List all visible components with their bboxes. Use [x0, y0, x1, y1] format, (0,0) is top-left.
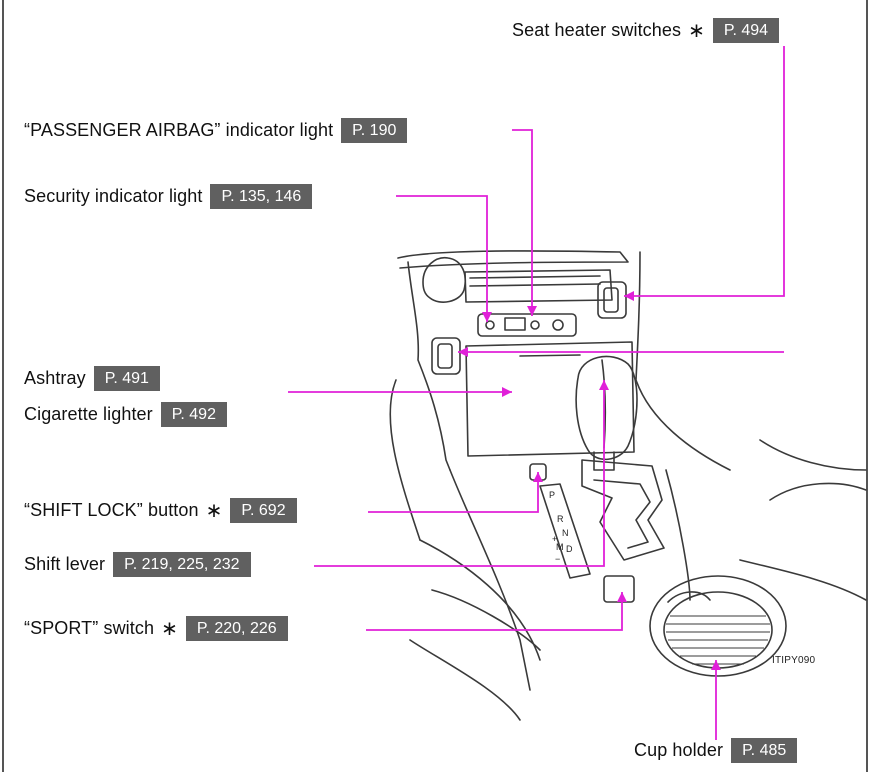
callout-shift-lock: “SHIFT LOCK” button ∗ P. 692: [24, 498, 297, 523]
leader-lines: [288, 46, 785, 740]
callout-label: Cigarette lighter: [24, 404, 153, 424]
callout-cup-holder: Cup holder P. 485: [634, 738, 798, 763]
page-reference-box[interactable]: P. 491: [93, 366, 160, 391]
ashtray-lid: [465, 341, 635, 457]
gate-letter: M: [556, 542, 564, 552]
leader-shift-lock: [368, 472, 539, 513]
gate-letter: R: [557, 514, 564, 524]
console-side: [449, 469, 531, 691]
optional-equipment-mark: ∗: [688, 20, 705, 42]
leader-sport-switch: [366, 592, 623, 631]
page-reference-box[interactable]: P. 135, 146: [210, 184, 313, 209]
climate-knob: [422, 257, 466, 303]
cup-holder-ring: [649, 575, 787, 677]
gate-letter: −: [555, 554, 560, 564]
optional-equipment-mark: ∗: [161, 618, 178, 640]
page-reference-box[interactable]: P. 494: [712, 18, 780, 43]
callout-label: “SPORT” switch: [24, 618, 155, 638]
leader-passenger-airbag: [512, 129, 533, 316]
indicator-strip: [477, 313, 577, 337]
leader-security: [396, 195, 488, 322]
callout-ashtray: Ashtray P. 491: [24, 366, 160, 391]
page-reference-box[interactable]: P. 220, 226: [185, 616, 288, 641]
callout-cigarette-lighter: Cigarette lighter P. 492: [24, 402, 227, 427]
page-reference-box[interactable]: P. 219, 225, 232: [113, 552, 251, 577]
callout-label: “PASSENGER AIRBAG” indicator light: [24, 120, 334, 140]
page-reference-box[interactable]: P. 692: [230, 498, 297, 523]
callout-seat-heater: Seat heater switches ∗ P. 494: [512, 18, 780, 43]
page-reference-box[interactable]: P. 190: [341, 118, 408, 143]
shift-indicator-plate: [539, 483, 591, 579]
upper-dash-panel: [397, 250, 629, 269]
left-seat-heater-switch: [431, 337, 461, 375]
page-reference-box[interactable]: P. 485: [731, 738, 798, 763]
callout-sport-switch: “SPORT” switch ∗ P. 220, 226: [24, 616, 288, 641]
callout-passenger-airbag: “PASSENGER AIRBAG” indicator light P. 19…: [24, 118, 408, 143]
callout-label: Seat heater switches: [512, 20, 682, 40]
gate-letter: P: [549, 490, 555, 500]
gate-letter: N: [562, 528, 569, 538]
callout-label: “SHIFT LOCK” button: [24, 500, 199, 520]
leader-arrowheads: [458, 291, 721, 670]
shift-gate: [581, 459, 665, 561]
shift-knob: [575, 355, 638, 461]
callout-shift-lever: Shift lever P. 219, 225, 232: [24, 552, 251, 577]
right-seat-heater-switch: [597, 281, 627, 319]
page-reference-box[interactable]: P. 492: [160, 402, 227, 427]
leader-shift-lever: [314, 380, 605, 567]
gate-letter: +: [552, 534, 557, 544]
optional-equipment-mark: ∗: [205, 500, 223, 522]
callout-label: Security indicator light: [24, 186, 203, 206]
cup-holder-hatching: [666, 615, 770, 665]
gate-letters: P R N D M + −: [549, 490, 573, 564]
callout-security-indicator: Security indicator light P. 135, 146: [24, 184, 313, 209]
callout-label: Ashtray: [24, 368, 86, 388]
callout-label: Shift lever: [24, 554, 106, 574]
callout-label: Cup holder: [634, 740, 724, 760]
leader-seat-heater: [624, 46, 785, 297]
switch-panel: [407, 261, 451, 471]
illustration-reference-code: ITIPY090: [772, 655, 816, 666]
gate-letter: D: [566, 544, 573, 554]
